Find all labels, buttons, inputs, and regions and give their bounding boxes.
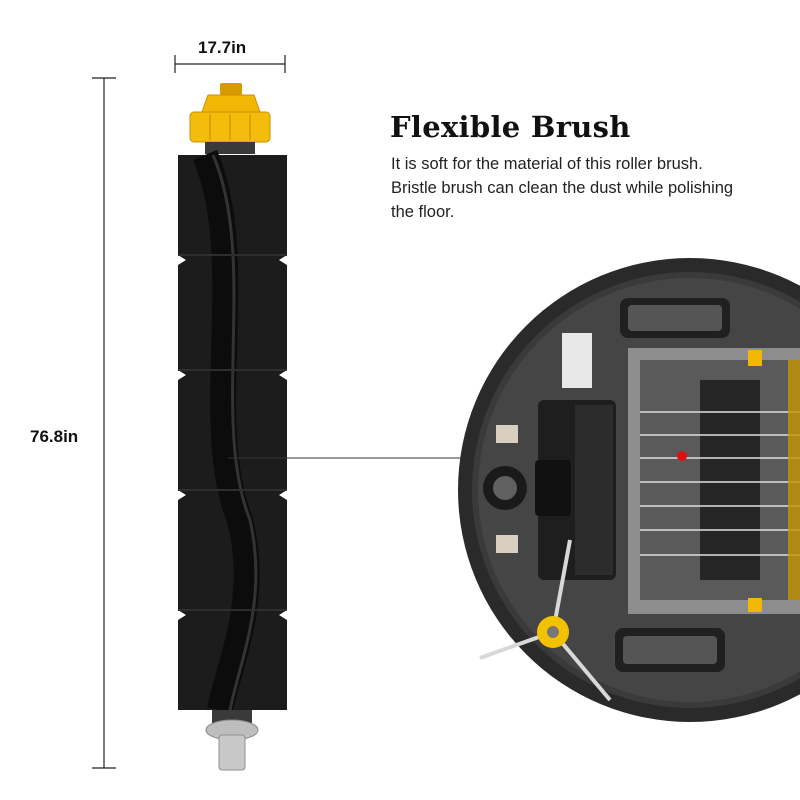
feature-description: It is soft for the material of this roll… (391, 152, 791, 224)
side-brush (479, 539, 612, 702)
width-label: 17.7in (198, 38, 247, 57)
bottom-shaft (205, 710, 259, 771)
robot-vacuum-underside (458, 258, 800, 722)
vent-grille (535, 460, 571, 516)
description-line: It is soft for the material of this roll… (391, 155, 703, 173)
yellow-end-cap (189, 83, 271, 154)
brush-core (192, 149, 260, 713)
description-line: the floor. (391, 203, 455, 221)
height-dimension-line (92, 77, 116, 769)
height-label: 76.8in (30, 427, 79, 446)
description-line: Bristle brush can clean the dust while p… (391, 179, 734, 197)
label-sticker (562, 333, 592, 388)
feature-title: Flexible Brush (390, 110, 631, 144)
red-marker-dot (677, 451, 687, 461)
width-dimension-line (174, 55, 286, 73)
roller-brush (178, 83, 287, 771)
